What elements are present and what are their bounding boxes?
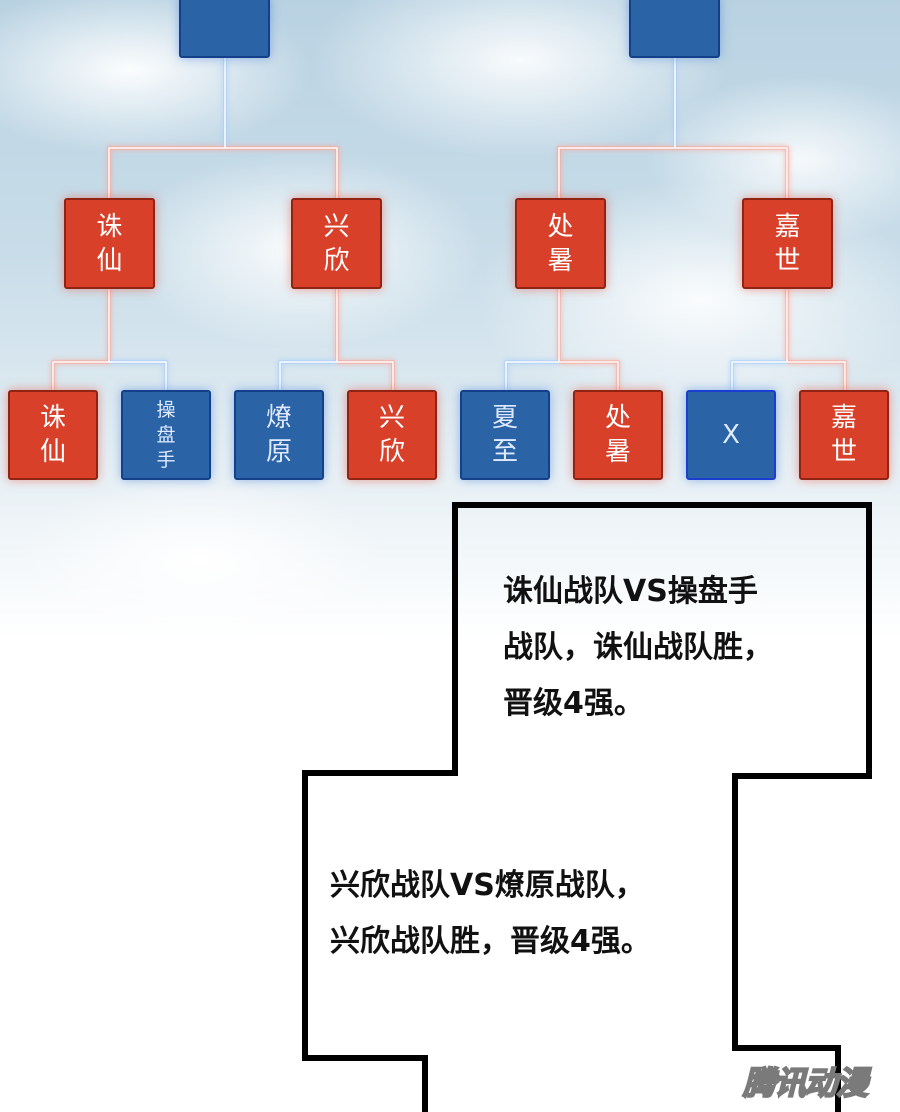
round1-team-name: 燎原: [265, 403, 292, 467]
caption-second-line: 兴欣战队胜，晋级4强。: [330, 924, 651, 959]
round1-team-box: X: [686, 390, 776, 480]
round1-team-box: 操盘手: [121, 390, 211, 480]
round1-team-name: 诛仙: [39, 403, 66, 467]
semifinal-team-box: 嘉世: [742, 198, 833, 289]
round1-team-box: 处暑: [573, 390, 663, 480]
caption-first-line: 诛仙战队VS操盘手: [503, 574, 758, 609]
caption-second-line: 兴欣战队VS燎原战队，: [330, 868, 645, 903]
round1-team-box: 夏至: [460, 390, 550, 480]
semifinal-team-box: 兴欣: [291, 198, 382, 289]
caption-second: 兴欣战队VS燎原战队， 兴欣战队胜，晋级4强。: [330, 858, 651, 970]
semifinal-team-box: 处暑: [515, 198, 606, 289]
sky-background: [0, 0, 900, 640]
watermark-logo: 腾讯动漫: [742, 1063, 869, 1103]
round1-team-name: 嘉世: [830, 403, 857, 467]
caption-first-line: 晋级4强。: [503, 686, 644, 721]
round1-team-box: 嘉世: [799, 390, 889, 480]
bracket-lines: [51, 58, 847, 392]
round1-team-name: 夏至: [491, 403, 518, 467]
semifinal-team-box: 诛仙: [64, 198, 155, 289]
round1-team-box: 诛仙: [8, 390, 98, 480]
round1-team-name: X: [722, 420, 740, 450]
round1-team-box: 燎原: [234, 390, 324, 480]
caption-first: 诛仙战队VS操盘手 战队，诛仙战队胜， 晋级4强。: [503, 564, 773, 732]
round1-team-name: 处暑: [604, 403, 631, 467]
caption-first-line: 战队，诛仙战队胜，: [503, 630, 773, 665]
semifinal-team-name: 诛仙: [96, 211, 123, 276]
round1-team-name: 兴欣: [378, 403, 405, 467]
bracket-top-right-box: [629, 0, 720, 58]
round1-team-box: 兴欣: [347, 390, 437, 480]
semifinal-team-name: 处暑: [547, 211, 574, 276]
semifinal-team-name: 兴欣: [323, 211, 350, 276]
semifinal-team-name: 嘉世: [774, 211, 801, 276]
round1-team-name: 操盘手: [156, 398, 176, 471]
bracket-top-left-box: [179, 0, 270, 58]
